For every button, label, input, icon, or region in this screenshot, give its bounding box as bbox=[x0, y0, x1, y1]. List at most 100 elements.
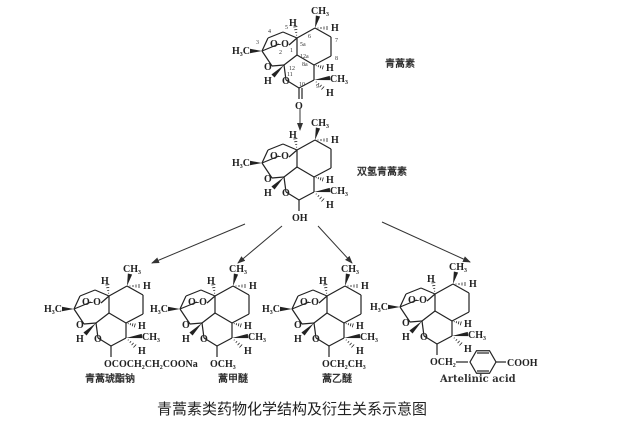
hashed-bond bbox=[321, 86, 325, 90]
peroxide-label: O-O bbox=[270, 39, 289, 50]
bond bbox=[94, 289, 110, 297]
atom-number: 8a bbox=[302, 62, 308, 68]
bond bbox=[434, 310, 453, 322]
h-label: H bbox=[138, 346, 146, 357]
hashed-bond bbox=[459, 321, 462, 326]
bond bbox=[261, 37, 269, 52]
h-label: H bbox=[244, 346, 252, 357]
substituent-label: OCH₂CH₃ bbox=[322, 359, 366, 370]
hashed-bond bbox=[319, 196, 322, 200]
ch3-label: CH₃ bbox=[330, 74, 348, 85]
bond bbox=[108, 285, 128, 297]
bond bbox=[100, 295, 110, 304]
bond bbox=[312, 289, 328, 297]
bond bbox=[285, 79, 300, 89]
wedge-bond bbox=[271, 177, 284, 190]
bond bbox=[179, 308, 191, 325]
bond bbox=[79, 289, 96, 297]
figure-caption: 青蒿素类药物化学结构及衍生关系示意图 bbox=[157, 400, 427, 418]
atom-number: 11 bbox=[287, 72, 293, 78]
hashed-bond bbox=[349, 323, 352, 327]
reaction-arrow bbox=[317, 225, 353, 264]
hashed-bond bbox=[319, 177, 322, 181]
name-artemisinin: 青蒿素 bbox=[385, 57, 415, 70]
peroxide-label: O-O bbox=[270, 151, 289, 162]
bond bbox=[261, 162, 273, 179]
wedge-bond bbox=[453, 271, 459, 284]
bond bbox=[405, 287, 422, 295]
atom-number: 2 bbox=[279, 50, 282, 56]
wedge-bond bbox=[233, 273, 239, 286]
bond bbox=[421, 310, 436, 322]
hashed-bond bbox=[347, 323, 350, 326]
hashed-bond bbox=[351, 344, 355, 348]
hashed-bond bbox=[459, 342, 463, 346]
hashed-bond bbox=[351, 323, 354, 328]
atom-number: 5 bbox=[285, 25, 288, 31]
hashed-bond bbox=[319, 65, 322, 69]
ch3-label: CH₃ bbox=[330, 186, 348, 197]
ch3-label: CH₃ bbox=[248, 332, 266, 343]
atom-number: 12 bbox=[289, 66, 295, 72]
bond bbox=[313, 312, 328, 324]
wedge-bond bbox=[250, 48, 262, 54]
bond bbox=[452, 283, 470, 294]
wedge-bond bbox=[280, 306, 292, 312]
h-label: H bbox=[76, 334, 84, 345]
h-label: H bbox=[464, 344, 472, 355]
h-label: H bbox=[326, 88, 334, 99]
bond bbox=[95, 322, 99, 339]
bond bbox=[83, 322, 97, 325]
h3c-label: H₃C bbox=[232, 46, 250, 57]
wedge-bond bbox=[315, 127, 321, 140]
bond bbox=[313, 322, 317, 339]
o-label: O bbox=[182, 320, 190, 331]
h-label: H bbox=[143, 281, 151, 292]
substituent-label: OCOCH₂CH₂COONa bbox=[104, 359, 198, 370]
bond bbox=[203, 337, 218, 347]
bond bbox=[423, 335, 438, 345]
wedge-bond bbox=[344, 333, 361, 339]
bond bbox=[301, 322, 315, 325]
peroxide-bond bbox=[291, 301, 310, 310]
bond bbox=[189, 322, 203, 325]
ch3-label: CH₃ bbox=[311, 118, 329, 129]
bond bbox=[451, 311, 470, 322]
hashed-bond bbox=[129, 340, 132, 344]
wedge-bond bbox=[189, 323, 202, 336]
hashed-bond bbox=[457, 321, 460, 325]
bond bbox=[283, 54, 298, 66]
peroxide-label: O-O bbox=[300, 297, 319, 308]
bond bbox=[73, 308, 85, 325]
o-label: O bbox=[282, 188, 290, 199]
bond bbox=[206, 295, 216, 304]
hashed-bond bbox=[319, 84, 322, 88]
o-label: O bbox=[282, 76, 290, 87]
wedge-bond bbox=[127, 273, 133, 286]
atom-number: 7 bbox=[335, 38, 338, 44]
h3c-label: H₃C bbox=[232, 158, 250, 169]
hashed-bond bbox=[133, 344, 137, 348]
bond bbox=[291, 295, 299, 310]
h-label: H bbox=[464, 319, 472, 330]
ch3-label: CH₃ bbox=[142, 332, 160, 343]
bond bbox=[297, 289, 314, 297]
name-arteether: 蒿乙醚 bbox=[322, 372, 353, 385]
h-label: H bbox=[469, 279, 477, 290]
bond bbox=[436, 335, 453, 345]
o-label: O bbox=[264, 62, 272, 73]
h3c-label: H₃C bbox=[262, 304, 280, 315]
o-label: O bbox=[76, 320, 84, 331]
hashed-bond bbox=[317, 194, 320, 198]
wedge-bond bbox=[409, 321, 422, 334]
hashed-bond bbox=[323, 284, 328, 286]
bond bbox=[285, 191, 300, 201]
bond bbox=[288, 149, 298, 158]
h-label: H bbox=[207, 276, 215, 287]
bond bbox=[261, 149, 269, 164]
hashed-bond bbox=[105, 284, 110, 286]
atom-number: 3 bbox=[256, 40, 259, 46]
